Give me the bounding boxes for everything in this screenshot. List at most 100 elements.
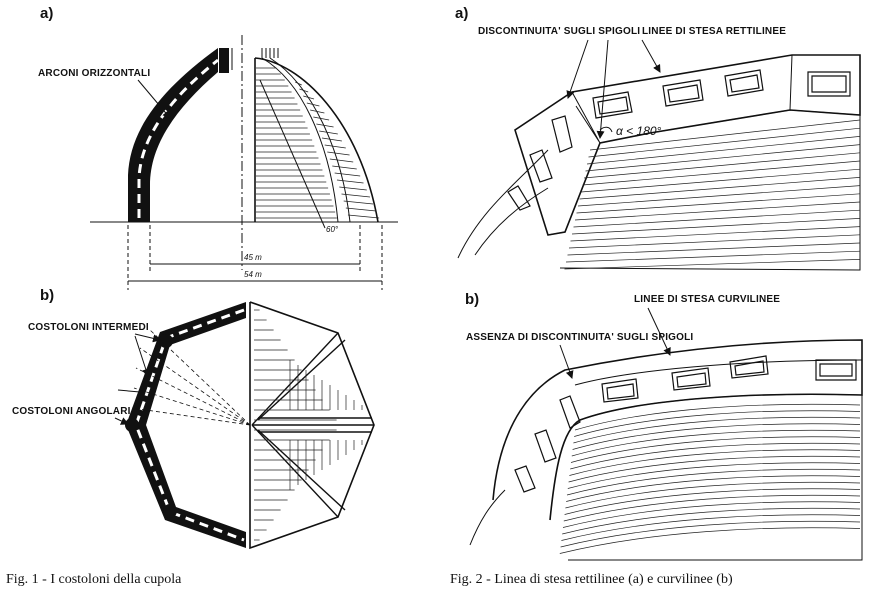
- label-costoloni-angolari: COSTOLONI ANGOLARI: [12, 406, 131, 417]
- hatch-2b-line: [573, 416, 861, 444]
- dome-hatch-rib: [319, 130, 338, 135]
- hatch-2b-line: [574, 410, 861, 437]
- dome-hatch-rib: [343, 200, 374, 205]
- angle-leader: [259, 79, 326, 229]
- hatch-2a-line: [583, 152, 861, 179]
- hatch-2a-line: [568, 234, 861, 249]
- arrow-discontinuita: [566, 39, 589, 99]
- label-assenza: ASSENZA DI DISCONTINUITA' SUGLI SPIGOLI: [466, 332, 693, 343]
- hatch-2a-line: [580, 168, 861, 193]
- hatch-2a-line: [570, 226, 861, 242]
- hatch-2a-line: [588, 127, 861, 158]
- dome-hatch-rib: [336, 179, 364, 184]
- hatch-2b-line: [559, 527, 861, 554]
- dome-hatch-rib: [306, 102, 320, 107]
- dome-hatch-rib: [334, 172, 361, 177]
- lantern-top-right: [261, 48, 279, 58]
- hatch-2b-line: [571, 429, 861, 457]
- plan-hatch: [254, 309, 363, 541]
- label-arconi-orizzontali: ARCONI ORIZZONTALI: [38, 68, 150, 79]
- hatch-2b-line: [562, 501, 861, 528]
- rib-section-dashes: [137, 58, 219, 218]
- label-linee-rettilinee: LINEE DI STESA RETTILINEE: [642, 26, 786, 37]
- dome-hatch-rib: [341, 193, 371, 198]
- hatch-2a-line: [573, 209, 861, 228]
- arrow-intermedi-1: [134, 333, 161, 343]
- plan-right-ribs: [251, 332, 374, 518]
- arrow-intermedi-2: [134, 335, 150, 377]
- hatch-2b-line: [567, 462, 861, 489]
- hatch-2a-line: [579, 177, 861, 200]
- fig2-caption: Fig. 2 - Linea di stesa rettilinee (a) e…: [450, 572, 733, 587]
- hatch-2a-line: [586, 136, 861, 165]
- hatch-2b-line: [574, 403, 861, 431]
- drum-inner-b: [574, 359, 863, 386]
- angle-60-label: 60°: [326, 225, 339, 234]
- dome-outer-a: [457, 149, 549, 259]
- dome-surface-b: [549, 393, 863, 561]
- fig2-a: a) DISCONTINUITA' SUGLI SPIGOLI LINEE DI…: [455, 5, 861, 271]
- hatch-2b-line: [570, 442, 861, 470]
- plan-radial-dashes: [131, 329, 251, 426]
- rib-exterior: [261, 57, 351, 223]
- dome-hatch-rib: [339, 186, 367, 191]
- fig1-caption: Fig. 1 - I costoloni della cupola: [6, 572, 182, 587]
- arrow-discontinuita-2: [596, 39, 609, 139]
- hatch-2a-line: [564, 259, 861, 270]
- fig2-b: b) LINEE DI STESA CURVILINEE ASSENZA DI …: [465, 291, 863, 561]
- arrow-assenza: [559, 344, 574, 379]
- hatch-2a-line: [571, 218, 861, 235]
- hatch-2a-line: [582, 160, 861, 186]
- arrow-linee-curv: [647, 307, 671, 356]
- dim-45-label: 45 m: [244, 253, 262, 262]
- dome-hatch-rib: [324, 144, 346, 149]
- dome-hatch-rib: [347, 214, 380, 219]
- fig2-panel-a: a): [455, 5, 468, 22]
- dome-hatch-rib: [321, 137, 342, 142]
- dome-hatch-rib: [327, 151, 350, 156]
- hatch-2b-line: [569, 449, 861, 476]
- hatch-2b-line: [563, 494, 861, 522]
- dome-hatch-rib: [303, 95, 315, 100]
- dome-hatch-rib: [313, 116, 330, 121]
- hatch-2b-line: [572, 423, 861, 450]
- hatch-2a-line: [574, 201, 861, 221]
- windows-b: [514, 355, 857, 493]
- plan-right-outline: [249, 301, 375, 550]
- node-mid: [125, 418, 139, 432]
- hatch-2b-line: [570, 436, 861, 463]
- lantern-base: [219, 48, 229, 73]
- hatch-2a: [564, 119, 861, 270]
- node-top: [159, 334, 173, 348]
- dome-hatch-rib: [299, 88, 309, 93]
- fig1-panel-a: a): [40, 5, 53, 22]
- hatch-2a-line: [565, 250, 861, 263]
- rib-section-black: [128, 48, 218, 222]
- hatch-2b-line: [565, 481, 861, 509]
- dome-outer-b: [469, 489, 506, 546]
- dome-hatch-rib: [332, 165, 357, 170]
- dome-surface-a: [547, 109, 861, 271]
- dome-hatch-rib: [345, 207, 377, 212]
- dim-tick-angolari: [117, 389, 141, 393]
- drum-edges-a: [571, 54, 793, 144]
- hatch-2a-line: [585, 144, 861, 172]
- arrow-linee-rett: [641, 39, 661, 73]
- angle-arc: [599, 126, 613, 133]
- fig2-panel-b: b): [465, 291, 479, 308]
- hatch-2b-line: [566, 475, 861, 502]
- hatch-2b-line: [560, 520, 861, 548]
- label-linee-curvilinee: LINEE DI STESA CURVILINEE: [634, 294, 780, 305]
- hatch-2b-line: [566, 468, 861, 496]
- dome-hatch-rib: [329, 158, 354, 163]
- dome-exterior-outline: [254, 57, 379, 223]
- fig1-section: a) 60° ARCONI ORIZZONTALI 45 m 54 m: [38, 5, 398, 290]
- dome-hatch-rib: [316, 123, 334, 128]
- hatch-2b-line: [564, 488, 861, 515]
- hatch-2a-line: [589, 119, 861, 151]
- label-angle: α < 180°: [616, 124, 662, 138]
- dim-54-label: 54 m: [244, 270, 262, 279]
- hatch-2a-line: [577, 185, 861, 207]
- hatch-2b: [559, 403, 861, 554]
